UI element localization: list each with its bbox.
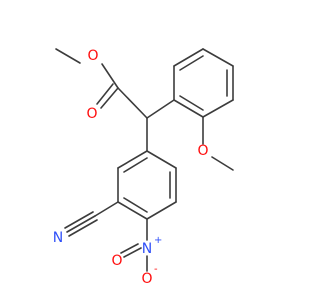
bond-carbonyl-ch — [117, 87, 148, 119]
ring-top-bond-2 — [173, 48, 204, 67]
bond-carbonyl-double-a — [100, 87, 119, 109]
atom-labels: O O O N N + O O - — [53, 48, 209, 287]
bonds — [55, 48, 234, 272]
bond-ester-o-carbonyl-c — [101, 63, 119, 89]
ring-top-inner-1 — [179, 55, 204, 71]
ring-top-bond-3 — [202, 48, 234, 67]
ring-top-bond-5 — [202, 99, 234, 118]
atom-nitrile-n: N — [53, 230, 63, 246]
atom-nitro-o-bottom-charge: - — [154, 264, 158, 275]
bond-nitro-n-o-top-b — [120, 243, 139, 254]
atom-methoxy-o: O — [197, 143, 208, 159]
ring-bottom-bond-3 — [146, 201, 177, 220]
ring-bottom-bond-6 — [117, 150, 148, 169]
atom-carbonyl-o: O — [86, 106, 97, 122]
bond-nitrile-triple-b — [64, 211, 94, 229]
ring-bottom-bond-1 — [146, 150, 177, 169]
atom-nitro-n: N — [142, 241, 152, 257]
bond-methyl-ester-o — [55, 48, 81, 64]
bond-carbonyl-double-b — [96, 83, 114, 105]
ring-bottom-inner-3 — [123, 157, 148, 173]
bond-nitrile-triple-a — [66, 215, 96, 233]
bond-nitrile-triple-c — [68, 219, 98, 237]
bond-methoxy-o-methyl — [211, 156, 234, 171]
atom-nitro-n-charge: + — [154, 235, 162, 246]
bond-ch-aryl-top — [146, 99, 175, 119]
ring-bottom-bond-4 — [117, 201, 148, 220]
atom-ester-ether-o: O — [87, 48, 98, 64]
atom-nitro-o-bottom: O — [141, 271, 152, 287]
bond-nitro-n-o-top-a — [123, 247, 142, 258]
ring-top-inner-3 — [179, 95, 204, 111]
atom-nitro-o-top: O — [111, 253, 122, 269]
bond-ring-nitrile-c — [94, 201, 119, 217]
molecule-structure-diagram: O O O N N + O O - — [53, 48, 234, 287]
ring-top-bond-6 — [173, 99, 204, 118]
ring-bottom-inner-2 — [123, 197, 148, 213]
